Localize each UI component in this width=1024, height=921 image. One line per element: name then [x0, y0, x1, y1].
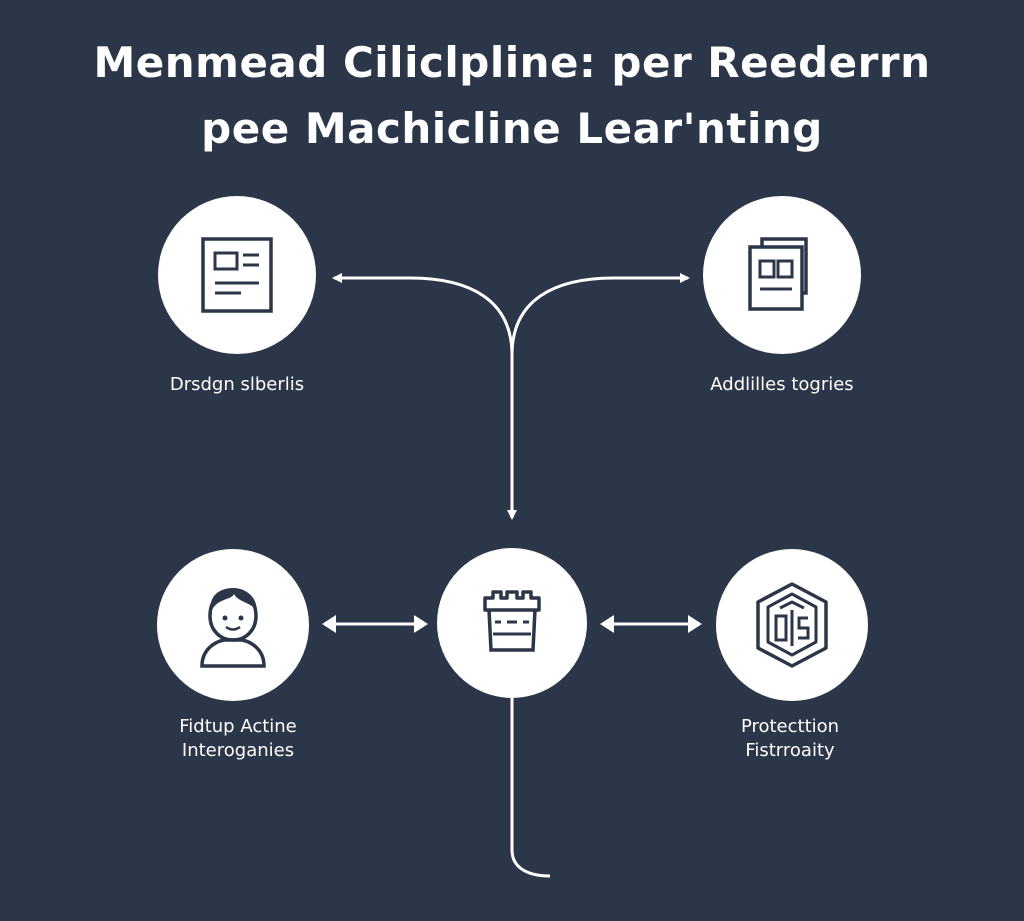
node-top-right-label: Addlilles togries: [710, 374, 854, 395]
node-bottom-left-label: Fidtup Actine Interoganies: [138, 715, 338, 763]
folder-document-icon: [748, 237, 808, 311]
connector-tail: [510, 692, 551, 878]
security-box-icon: [756, 582, 828, 668]
connector-top-left: [332, 273, 514, 356]
document-icon: [201, 237, 273, 313]
node-bottom-right: [716, 549, 868, 701]
node-bottom-left-label-line-1: Fidtup Actine: [179, 716, 297, 737]
person-avatar-icon: [200, 588, 266, 668]
connector-top-right: [510, 273, 690, 356]
connector-left-double-arrow: [322, 615, 428, 633]
basket-icon: [483, 590, 541, 652]
node-bottom-right-label-line-1: Protecttion: [740, 716, 840, 737]
node-bottom-left-label-line-2: Interoganies: [181, 740, 295, 761]
node-top-left: [158, 196, 316, 354]
connector-right-double-arrow: [600, 615, 702, 633]
node-bottom-right-label: Protecttion Fistrroaity: [690, 715, 890, 763]
node-bottom-right-label-line-2: Fistrroaity: [745, 740, 835, 761]
node-bottom-left: [157, 549, 309, 701]
diagram-title-line-1: Menmead Ciliclpline: per Reederrn: [93, 38, 931, 87]
node-top-left-label: Drsdgn slberlis: [169, 374, 305, 395]
diagram-title-line-2: pee Machicline Lear'nting: [201, 104, 823, 153]
node-top-right: [703, 196, 861, 354]
node-center: [437, 548, 587, 698]
